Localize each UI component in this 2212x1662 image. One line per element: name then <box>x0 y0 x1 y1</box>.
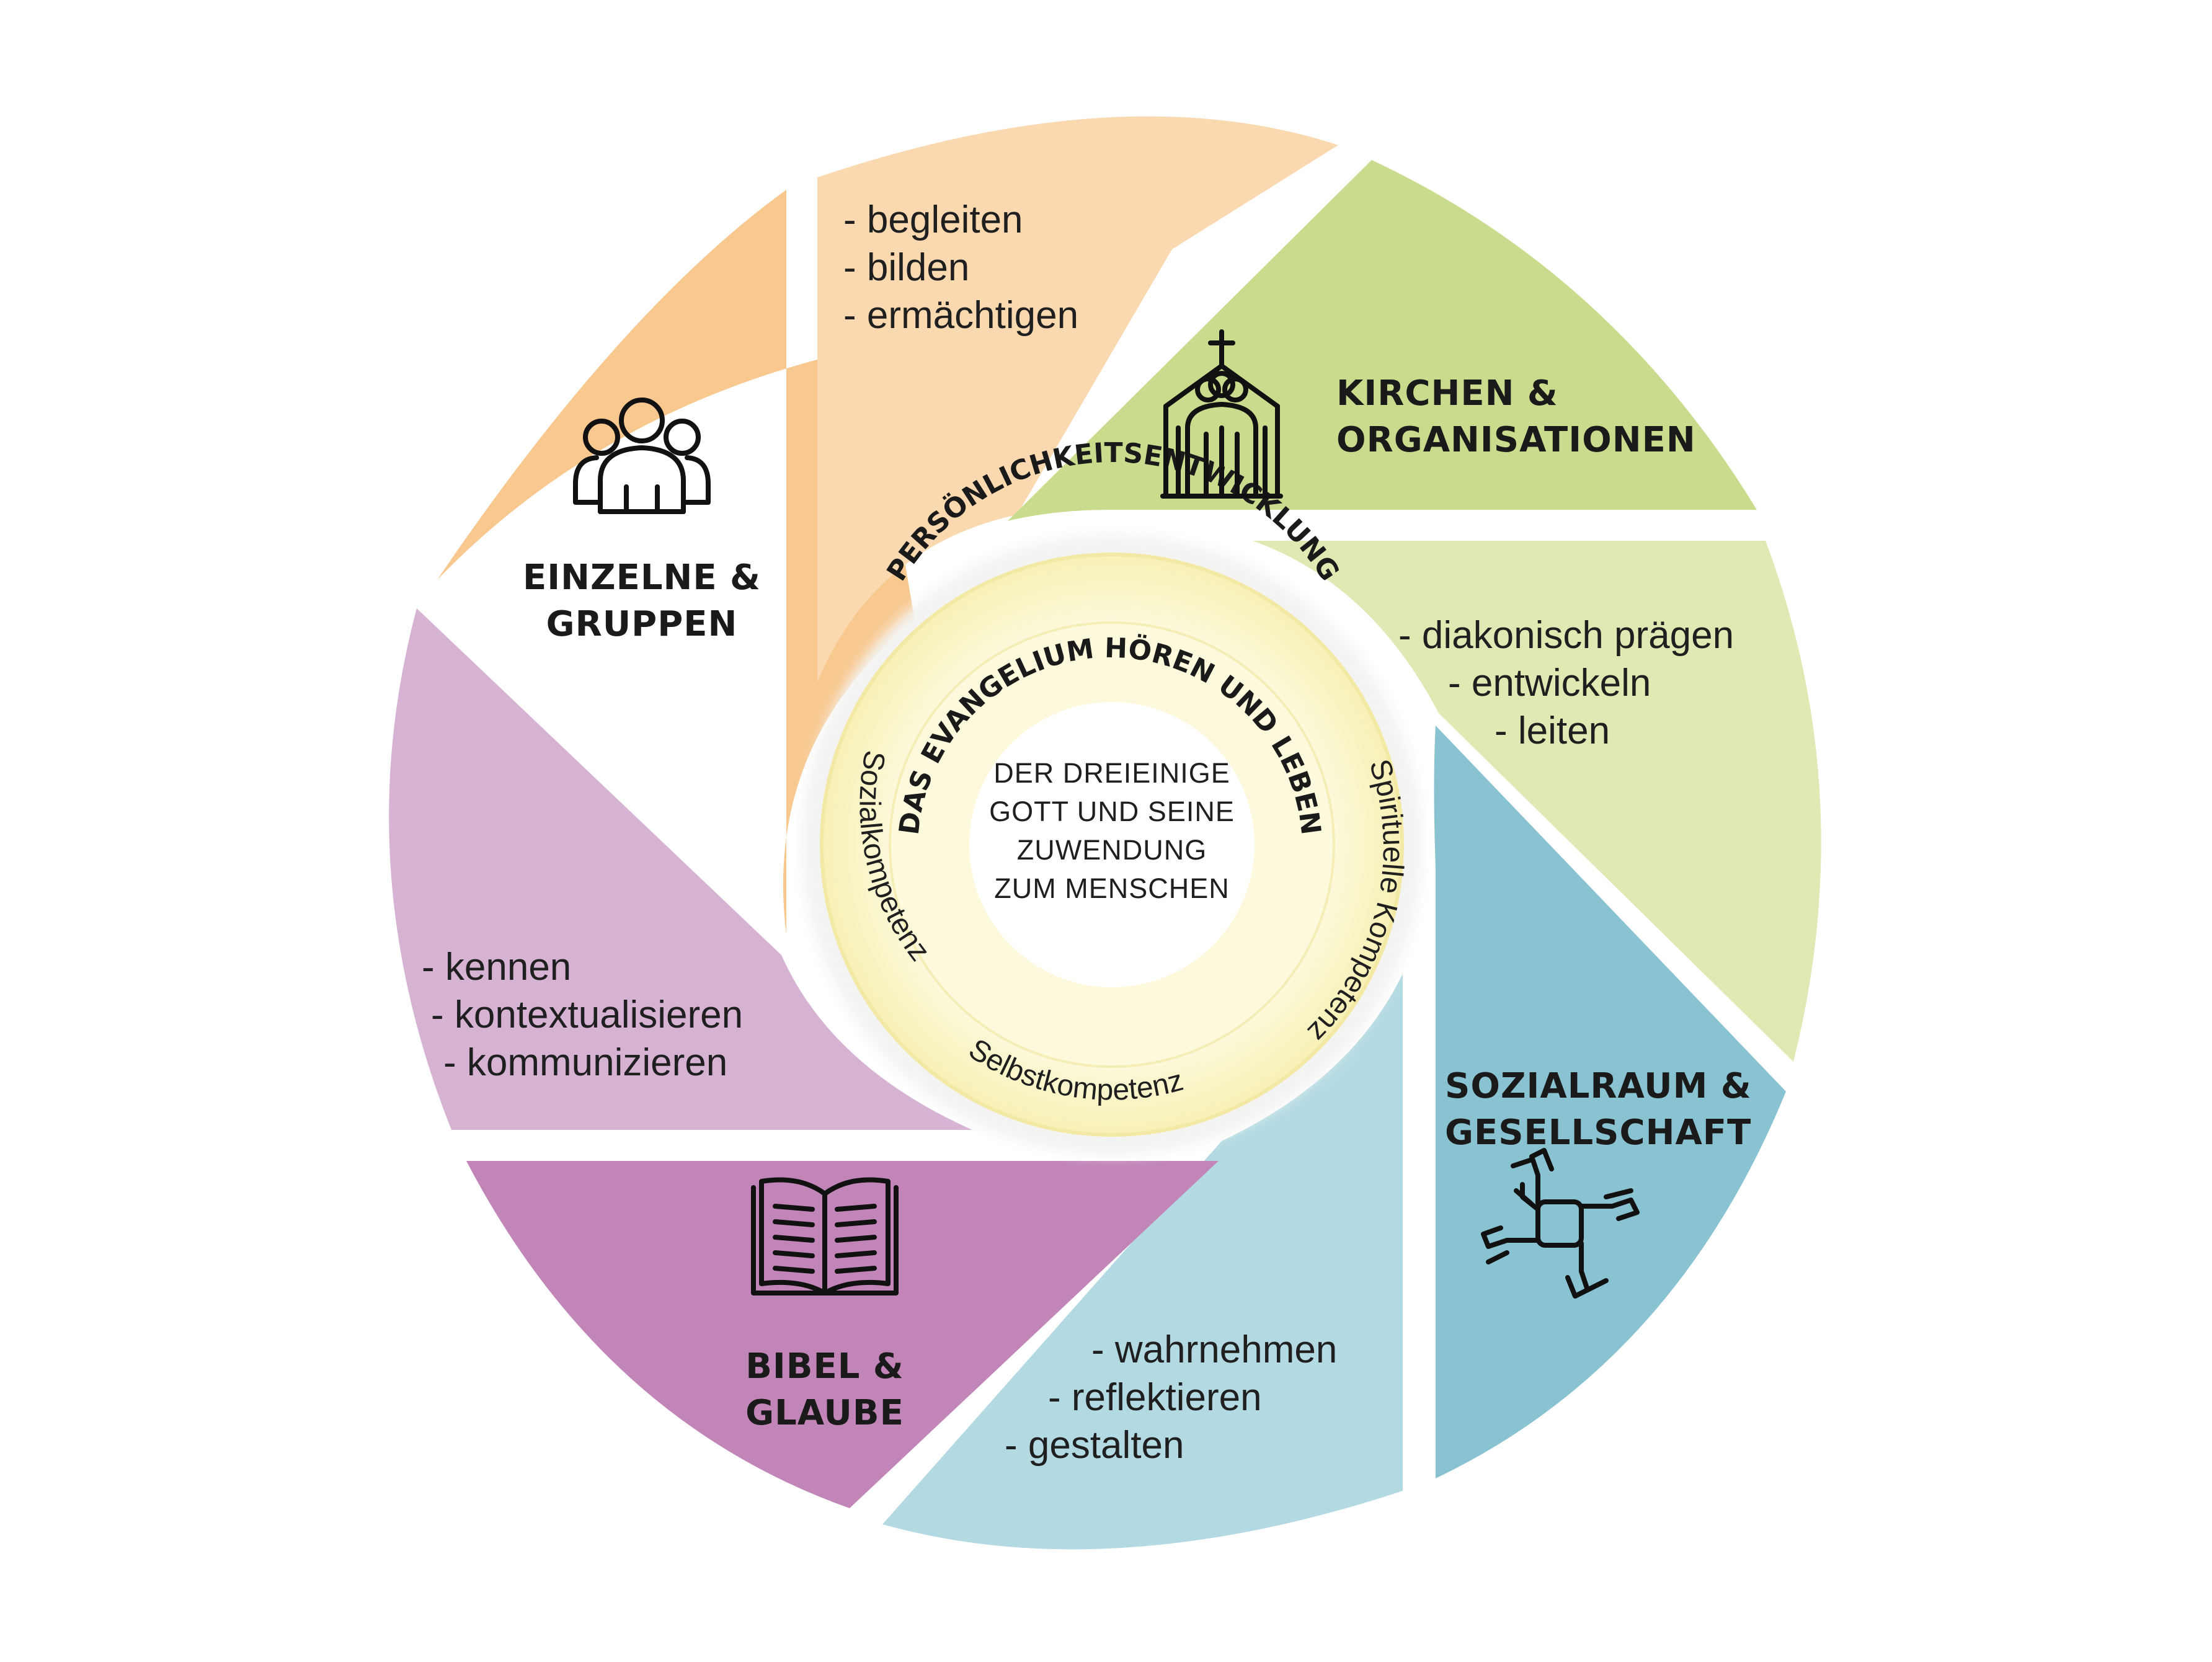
svg-text:- kontextualisieren: - kontextualisieren <box>431 993 743 1036</box>
svg-text:KIRCHEN &: KIRCHEN & <box>1336 373 1558 414</box>
svg-text:ZUM MENSCHEN: ZUM MENSCHEN <box>994 873 1230 904</box>
segment-kirchen-organisationen <box>1008 160 1757 521</box>
segment-sozialraum-gesellschaft <box>1434 726 1786 1478</box>
open-book-icon <box>751 1177 899 1295</box>
svg-text:- begleiten: - begleiten <box>843 198 1023 241</box>
list-bottom: - wahrnehmen - reflektieren - gestalten <box>1005 1328 1337 1467</box>
svg-text:- gestalten: - gestalten <box>1005 1424 1184 1467</box>
joined-hands-icon <box>1481 1148 1640 1299</box>
list-right: - diakonisch prägen - entwickeln - leite… <box>1398 614 1734 752</box>
svg-text:- kommunizieren: - kommunizieren <box>443 1041 727 1084</box>
svg-text:BIBEL &: BIBEL & <box>745 1346 904 1387</box>
segment-list-bottom <box>882 974 1403 1550</box>
people-group-icon <box>573 398 711 514</box>
svg-text:EINZELNE &: EINZELNE & <box>523 558 761 598</box>
svg-text:- kennen: - kennen <box>422 946 571 989</box>
svg-text:- diakonisch prägen: - diakonisch prägen <box>1398 614 1734 657</box>
core-circle <box>969 702 1255 987</box>
svg-text:GOTT UND SEINE: GOTT UND SEINE <box>989 796 1235 827</box>
svg-text:ZUWENDUNG: ZUWENDUNG <box>1017 834 1207 866</box>
church-icon <box>1160 329 1283 499</box>
segment-list-right <box>1253 541 1821 1062</box>
svg-text:- wahrnehmen: - wahrnehmen <box>1091 1328 1337 1371</box>
title-sozialraum-gesellschaft: SOZIALRAUM & GESELLSCHAFT <box>1445 1066 1752 1153</box>
title-kirchen-organisationen: KIRCHEN & ORGANISATIONEN <box>1336 373 1696 460</box>
segment-bibel-glaube <box>466 1161 1219 1508</box>
list-left: - kennen - kontextualisieren - kommunizi… <box>422 946 743 1084</box>
core-text: DER DREIEINIGE GOTT UND SEINE ZUWENDUNG … <box>989 757 1235 904</box>
svg-text:GRUPPEN: GRUPPEN <box>546 604 738 644</box>
svg-text:- reflektieren: - reflektieren <box>1048 1376 1262 1419</box>
svg-text:GLAUBE: GLAUBE <box>745 1393 904 1433</box>
segment-list-top <box>817 116 1338 683</box>
svg-text:- leiten: - leiten <box>1495 709 1610 752</box>
title-bibel-glaube: BIBEL & GLAUBE <box>745 1346 904 1433</box>
svg-text:- ermächtigen: - ermächtigen <box>843 294 1078 337</box>
list-top: - begleiten - bilden - ermächtigen <box>843 198 1078 337</box>
svg-text:SOZIALRAUM &: SOZIALRAUM & <box>1445 1066 1752 1106</box>
segment-einzelne-gruppen <box>437 190 915 935</box>
svg-text:- entwickeln: - entwickeln <box>1448 662 1651 704</box>
svg-text:GESELLSCHAFT: GESELLSCHAFT <box>1445 1113 1751 1153</box>
title-einzelne-gruppen: EINZELNE & GRUPPEN <box>523 558 761 644</box>
svg-text:ORGANISATIONEN: ORGANISATIONEN <box>1336 420 1696 460</box>
svg-text:DER DREIEINIGE: DER DREIEINIGE <box>993 757 1230 789</box>
segment-list-left <box>389 608 972 1130</box>
svg-text:- bilden: - bilden <box>843 246 969 289</box>
